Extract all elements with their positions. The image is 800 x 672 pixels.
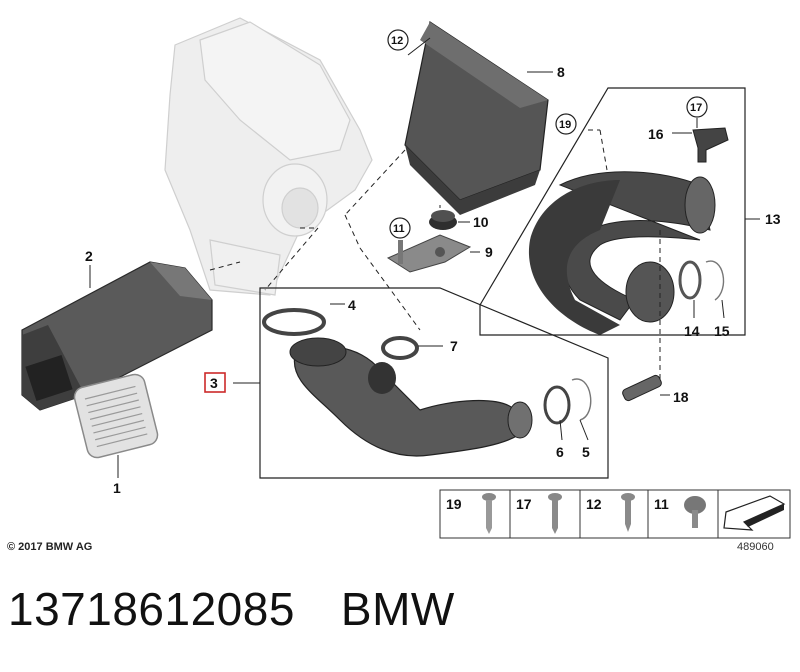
- assembly-dashed-lines: [209, 129, 661, 380]
- callout-12: 12: [391, 35, 403, 47]
- callout-3-highlight-box: [204, 372, 226, 393]
- direction-arrow-icon: [723, 495, 786, 531]
- callout-9: 9: [485, 244, 493, 260]
- callout-6: 6: [556, 444, 564, 460]
- screw-icon: [621, 493, 635, 532]
- callout-11: 11: [393, 223, 405, 235]
- legend-label-11: 11: [654, 496, 669, 512]
- group-box-13: [479, 87, 746, 336]
- screw-icon: [482, 493, 496, 534]
- callout-14: 14: [684, 323, 700, 339]
- part-oring-6: [543, 385, 571, 425]
- part-clip-5: [571, 378, 592, 421]
- part-number: 13718612085: [8, 583, 295, 635]
- callout-4: 4: [348, 297, 356, 313]
- part-number-line: 13718612085 BMW: [8, 582, 455, 636]
- part-oring-14: [678, 260, 702, 300]
- callout-11-circle: [389, 217, 411, 239]
- air-filter-housing-ghost: [164, 17, 373, 296]
- callout-19-circle: [555, 113, 577, 135]
- callout-13: 13: [765, 211, 781, 227]
- callout-10: 10: [473, 214, 489, 230]
- callout-17: 17: [690, 102, 702, 114]
- callout-19: 19: [559, 119, 571, 131]
- screw-icon: [684, 496, 706, 528]
- part-sensor-18: [622, 374, 662, 402]
- callout-15: 15: [714, 323, 730, 339]
- part-air-duct: [289, 337, 533, 457]
- part-sensor-16: [692, 127, 729, 163]
- callouts: 1 2 3 4 5 6 7 8 9 10 11 12 13 14 15 16 1…: [85, 29, 781, 496]
- callout-18: 18: [673, 389, 689, 405]
- legend-label-19: 19: [446, 496, 462, 512]
- part-charge-air-hose: [528, 171, 716, 335]
- fastener-legend: 19 17 12 11: [439, 489, 791, 539]
- part-clamp-4: [262, 308, 326, 336]
- group-box-3: [259, 287, 609, 479]
- brand-name: BMW: [340, 583, 455, 635]
- callout-16: 16: [648, 126, 664, 142]
- callout-8: 8: [557, 64, 565, 80]
- part-bracket: [386, 234, 472, 273]
- part-clamp-7: [381, 336, 419, 360]
- part-clip-15: [705, 260, 725, 301]
- copyright-text: © 2017 BMW AG: [7, 541, 93, 553]
- screw-icon: [548, 493, 562, 534]
- part-screw-11: [398, 240, 403, 264]
- callout-7: 7: [450, 338, 458, 354]
- callout-1: 1: [113, 480, 121, 496]
- callout-12-circle: [387, 29, 409, 51]
- part-grommet: [429, 210, 457, 230]
- leader-lines: [89, 37, 760, 478]
- part-intake-duct: [21, 261, 213, 411]
- part-resonator-box: [404, 21, 549, 215]
- callout-5: 5: [582, 444, 590, 460]
- callout-2: 2: [85, 248, 93, 264]
- legend-label-12: 12: [586, 496, 602, 512]
- part-grille: [73, 373, 159, 459]
- drawing-number: 489060: [737, 541, 774, 553]
- callout-17-circle: [686, 96, 708, 118]
- legend-label-17: 17: [516, 496, 532, 512]
- callout-3: 3: [210, 375, 218, 391]
